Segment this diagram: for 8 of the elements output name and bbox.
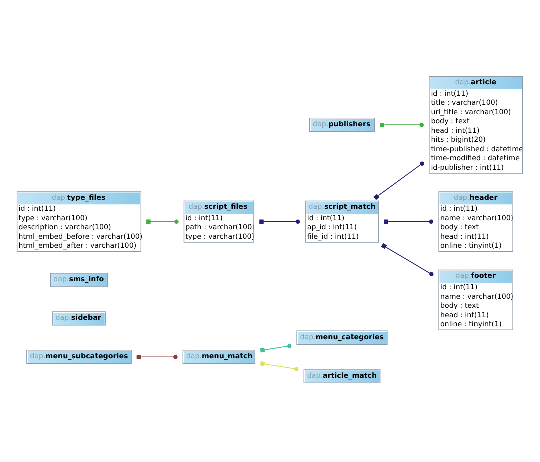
connector xyxy=(260,360,299,371)
connector xyxy=(136,354,178,359)
connector xyxy=(384,219,434,224)
connector xyxy=(374,161,424,200)
connector xyxy=(260,219,300,224)
connector xyxy=(381,242,434,276)
connector xyxy=(380,122,424,127)
connector xyxy=(260,343,292,352)
